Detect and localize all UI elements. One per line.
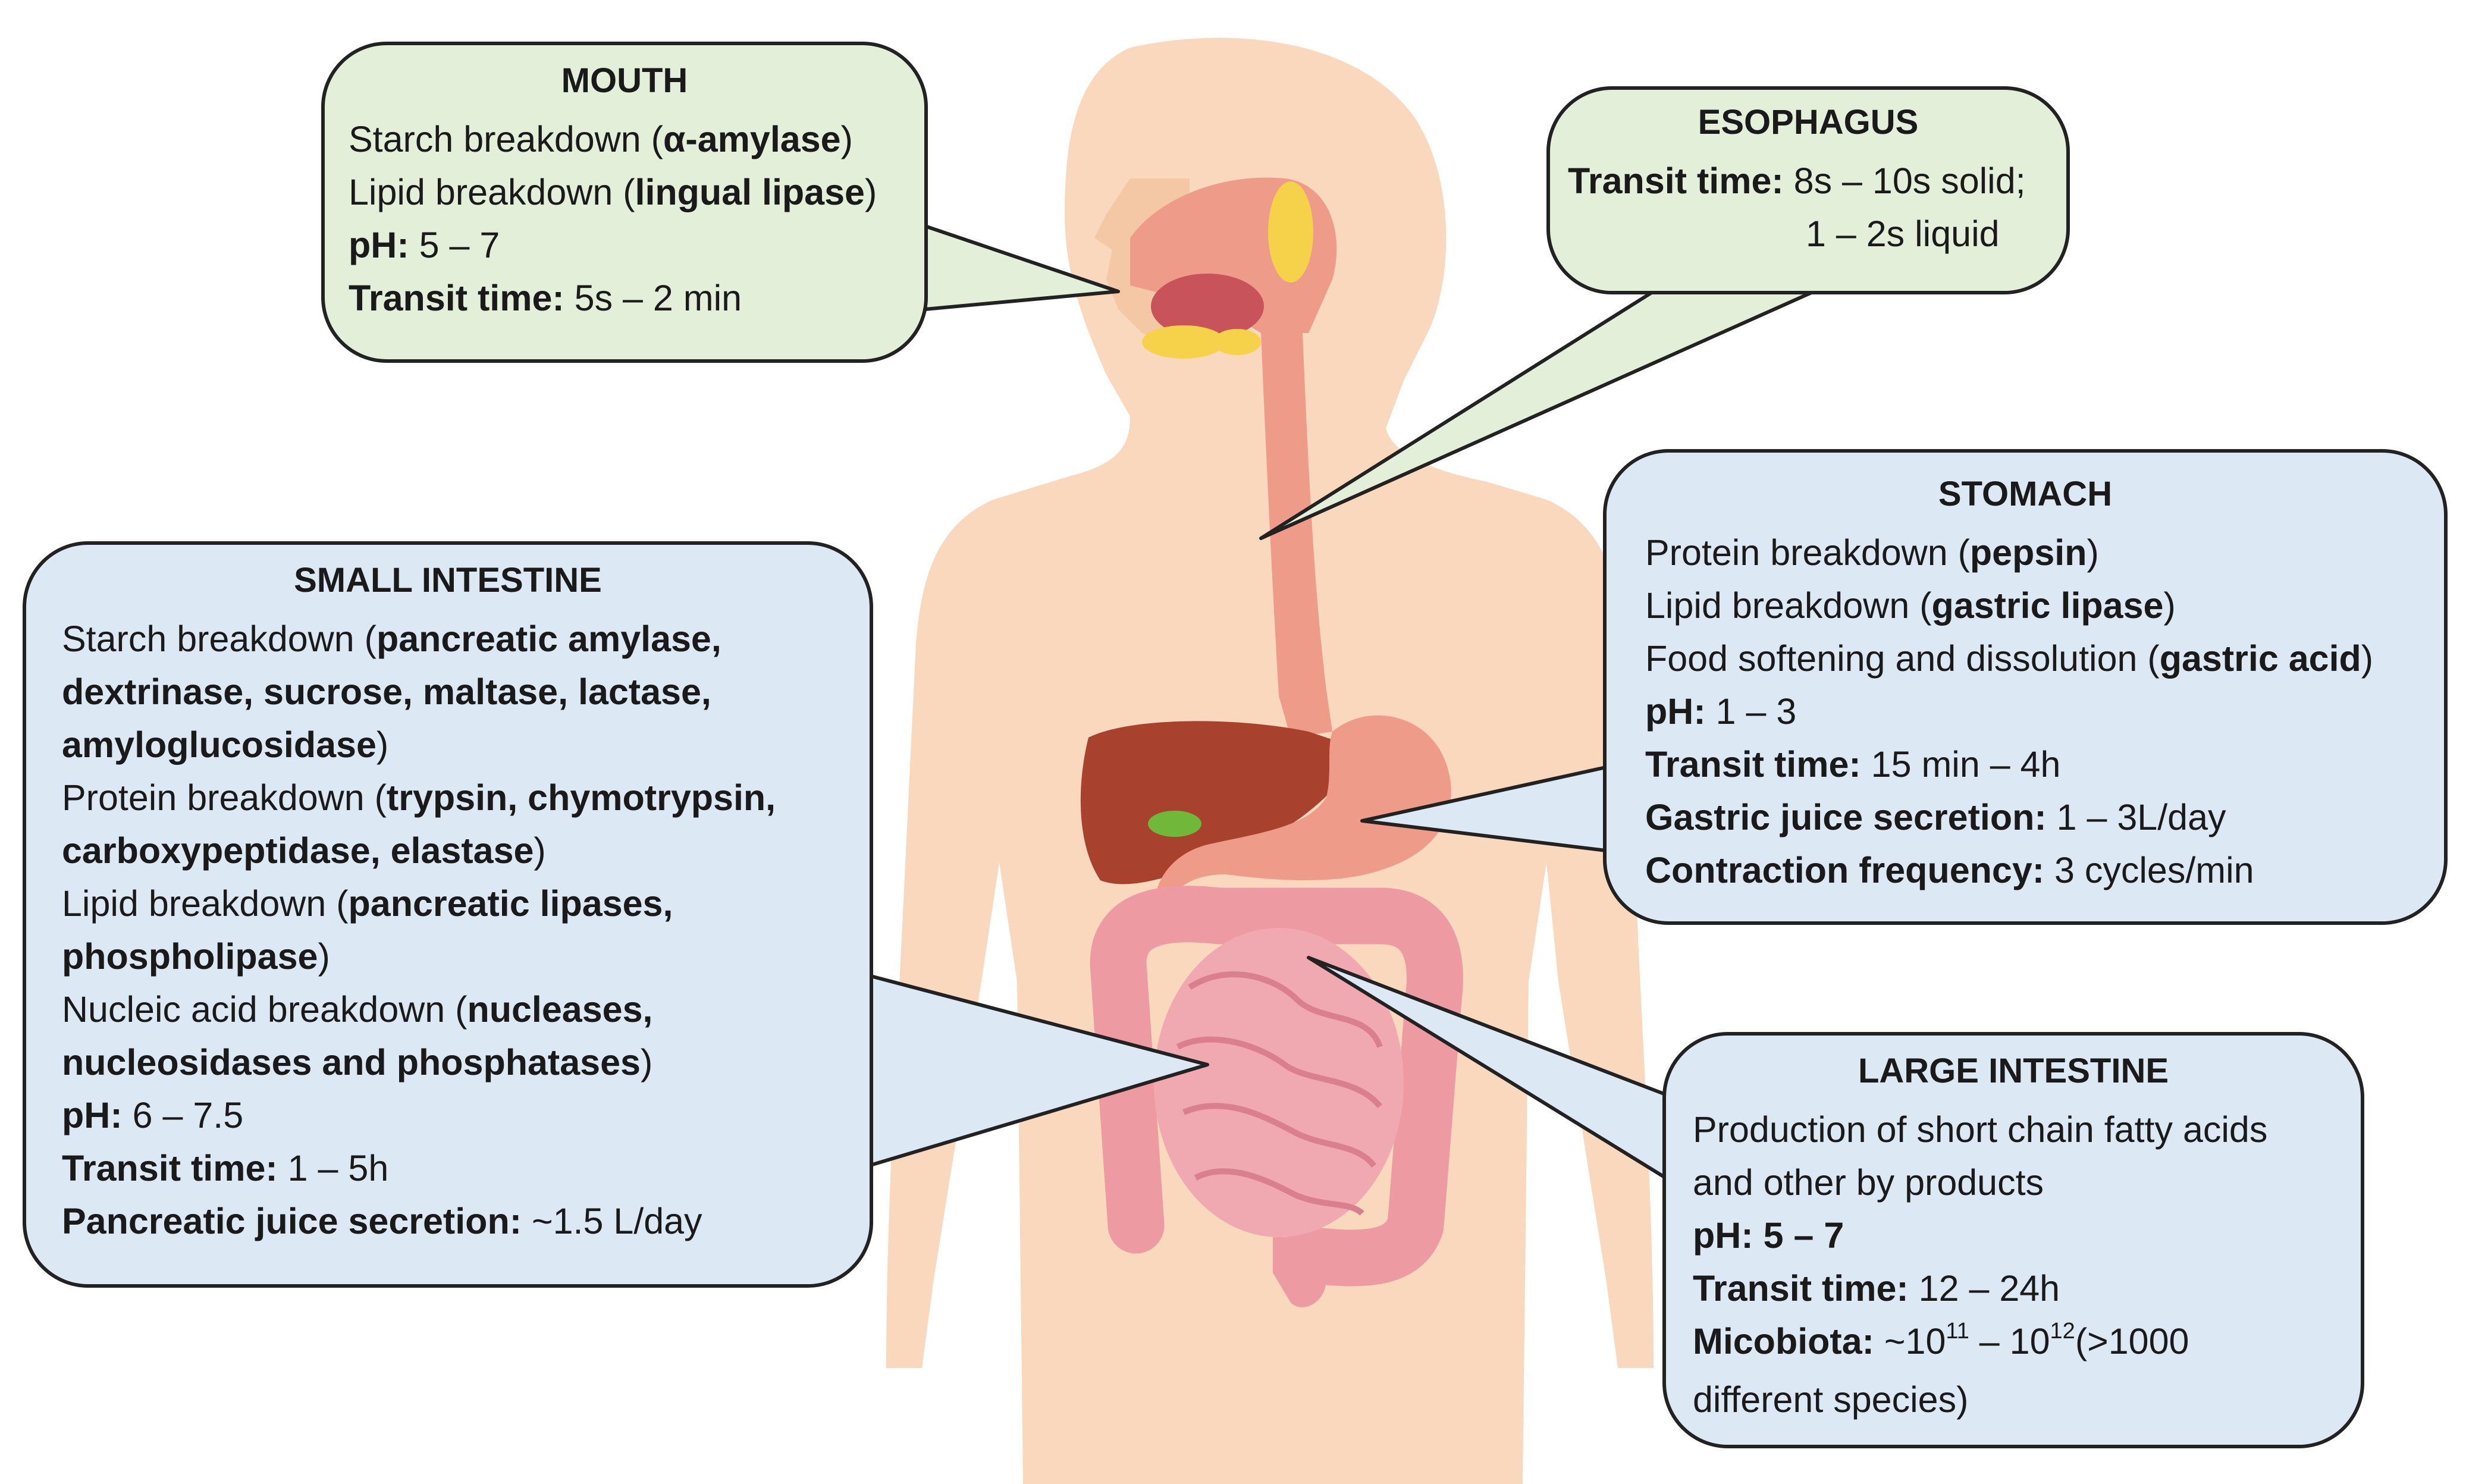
large-intestine-box: LARGE INTESTINE Production of short chai… <box>1662 1032 2364 1448</box>
li-ph-line: pH: 5 – 7 <box>1693 1215 1844 1256</box>
si-lipid-line-1: Lipid breakdown (pancreatic lipases, <box>62 883 673 924</box>
salivary-gland-lower-2 <box>1213 329 1261 355</box>
liver <box>1080 721 1362 884</box>
li-microbiota-line: Micobiota: ~1011 – 1012(>1000 <box>1693 1319 2189 1361</box>
large-intestine <box>1090 886 1463 1287</box>
salivary-gland-lower <box>1142 325 1225 359</box>
si-nucleic-line-2: nucleosidases and phosphatases) <box>62 1042 653 1083</box>
small-intestine-title: SMALL INTESTINE <box>294 561 602 600</box>
si-nucleic-line-1: Nucleic acid breakdown (nucleases, <box>62 989 653 1030</box>
stomach-title: STOMACH <box>1938 475 2113 513</box>
si-juice-line: Pancreatic juice secretion: ~1.5 L/day <box>62 1201 702 1241</box>
stomach-contraction-line: Contraction frequency: 3 cycles/min <box>1645 850 2254 890</box>
esophagus-title: ESOPHAGUS <box>1698 103 1919 142</box>
stomach-food-line: Food softening and dissolution (gastric … <box>1645 638 2374 679</box>
stomach-juice-line: Gastric juice secretion: 1 – 3L/day <box>1645 797 2226 837</box>
stomach-protein-line: Protein breakdown (pepsin) <box>1645 532 2099 573</box>
si-starch-line-2: dextrinase, sucrose, maltase, lactase, <box>62 672 711 712</box>
mouth-lipid-line: Lipid breakdown (lingual lipase) <box>349 172 877 212</box>
esophagus-transit-line: Transit time: 8s – 10s solid; <box>1568 161 2026 201</box>
salivary-gland-upper <box>1268 181 1313 283</box>
si-transit-line: Transit time: 1 – 5h <box>62 1148 389 1188</box>
mouth-box: MOUTH Starch breakdown (α-amylase) Lipid… <box>321 42 928 363</box>
mouth-title: MOUTH <box>561 61 688 100</box>
mouth-transit-line: Transit time: 5s – 2 min <box>349 278 742 318</box>
li-transit-line: Transit time: 12 – 24h <box>1693 1268 2060 1309</box>
si-lipid-line-2: phospholipase) <box>62 936 330 977</box>
si-ph-line: pH: 6 – 7.5 <box>62 1095 244 1135</box>
large-intestine-title: LARGE INTESTINE <box>1858 1052 2169 1090</box>
si-starch-line-1: Starch breakdown (pancreatic amylase, <box>62 619 721 659</box>
mouth-starch-line: Starch breakdown (α-amylase) <box>349 119 853 159</box>
rectum <box>1273 1237 1326 1307</box>
tongue <box>1151 274 1264 339</box>
esophagus-transit-liquid: 1 – 2s liquid <box>1806 214 2000 254</box>
stomach-box: STOMACH Protein breakdown (pepsin) Lipid… <box>1603 449 2448 925</box>
stomach-ph-line: pH: 1 – 3 <box>1645 691 1797 732</box>
esophagus-box: ESOPHAGUS Transit time: 8s – 10s solid; … <box>1546 86 2070 294</box>
si-protein-line-1: Protein breakdown (trypsin, chymotrypsin… <box>62 777 776 818</box>
mouth-ph-line: pH: 5 – 7 <box>349 225 500 265</box>
small-intestine-box: SMALL INTESTINE Starch breakdown (pancre… <box>23 541 873 1288</box>
li-production-line-1: Production of short chain fatty acids <box>1693 1109 2268 1150</box>
li-production-line-2: and other by products <box>1693 1162 2044 1203</box>
stomach-lipid-line: Lipid breakdown (gastric lipase) <box>1645 585 2176 626</box>
li-microbiota-line-2: different species) <box>1693 1379 1969 1420</box>
si-starch-line-3: amyloglucosidase) <box>62 724 389 765</box>
small-intestine <box>1154 928 1404 1237</box>
small-intestine-coils <box>1176 971 1383 1216</box>
si-protein-line-2: carboxypeptidase, elastase) <box>62 830 546 871</box>
gallbladder <box>1148 811 1201 837</box>
stomach <box>1155 715 1451 928</box>
stomach-transit-line: Transit time: 15 min – 4h <box>1645 744 2061 785</box>
esophagus-tube <box>1261 333 1332 738</box>
